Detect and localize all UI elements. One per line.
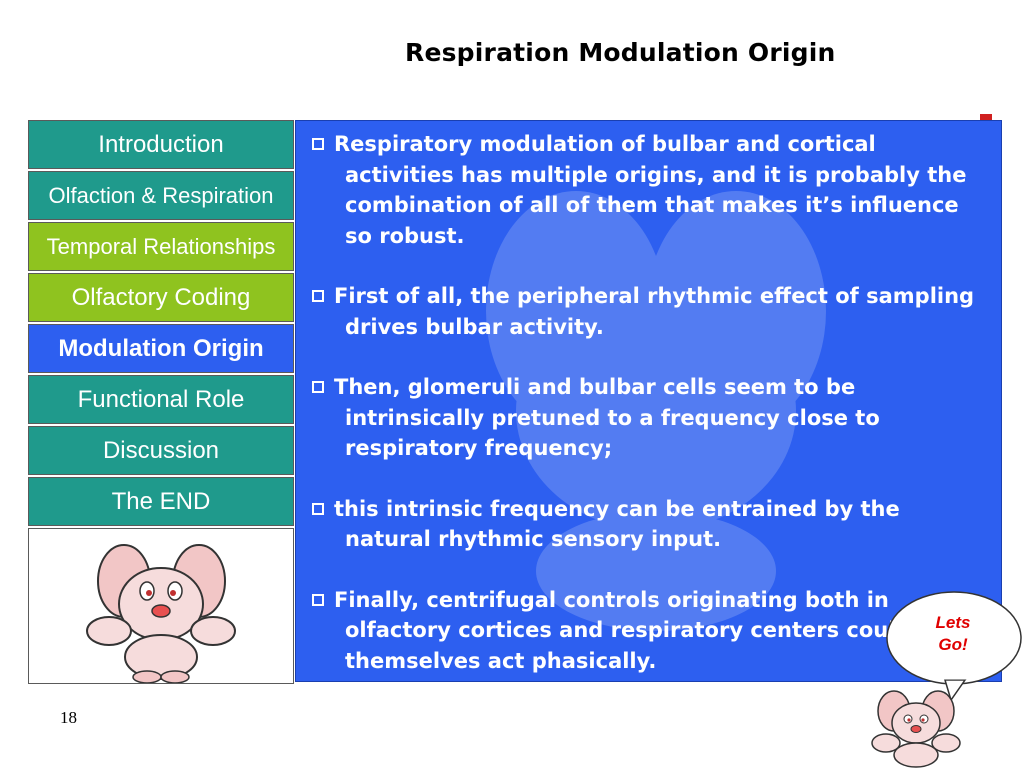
bullet-item: First of all, the peripheral rhythmic ef… xyxy=(310,281,991,342)
corner-mark xyxy=(980,114,992,120)
mouse-watermark-icon xyxy=(486,191,826,631)
nav-item-introduction[interactable]: Introduction xyxy=(28,120,294,169)
nav-item-functional-role[interactable]: Functional Role xyxy=(28,375,294,424)
bullet-item: this intrinsic frequency can be entraine… xyxy=(310,494,991,555)
nav-item-olfactory-coding[interactable]: Olfactory Coding xyxy=(28,273,294,322)
checkbox-bullet-icon xyxy=(312,290,324,302)
slide-title: Respiration Modulation Origin xyxy=(405,38,836,67)
nav-item-modulation-origin[interactable]: Modulation Origin xyxy=(28,324,294,373)
mouse-character-icon xyxy=(86,544,236,684)
callout-text[interactable]: Lets Go! xyxy=(935,613,971,654)
checkbox-bullet-icon xyxy=(312,593,324,606)
nav-sidebar: Introduction Olfaction & Respiration Tem… xyxy=(28,120,294,684)
nav-item-discussion[interactable]: Discussion xyxy=(28,426,294,475)
bullet-item: Respiratory modulation of bulbar and cor… xyxy=(310,129,991,251)
nav-item-the-end[interactable]: The END xyxy=(28,477,294,526)
bullet-list: Respiratory modulation of bulbar and cor… xyxy=(310,129,991,681)
content-panel: Respiratory modulation of bulbar and cor… xyxy=(295,120,1002,682)
cartoon-mouse-image xyxy=(28,528,294,684)
nav-item-olfaction-respiration[interactable]: Olfaction & Respiration xyxy=(28,171,294,220)
checkbox-bullet-icon xyxy=(312,138,324,150)
mouse-character-icon xyxy=(871,690,961,768)
bullet-item: Finally, centrifugal controls originatin… xyxy=(310,585,991,677)
checkbox-bullet-icon xyxy=(312,502,324,515)
nav-item-temporal-relationships[interactable]: Temporal Relationships xyxy=(28,222,294,271)
checkbox-bullet-icon xyxy=(312,381,324,393)
speech-bubble-icon[interactable] xyxy=(885,590,1023,702)
page-number: 18 xyxy=(60,708,77,727)
bullet-item: Then, glomeruli and bulbar cells seem to… xyxy=(310,372,991,464)
